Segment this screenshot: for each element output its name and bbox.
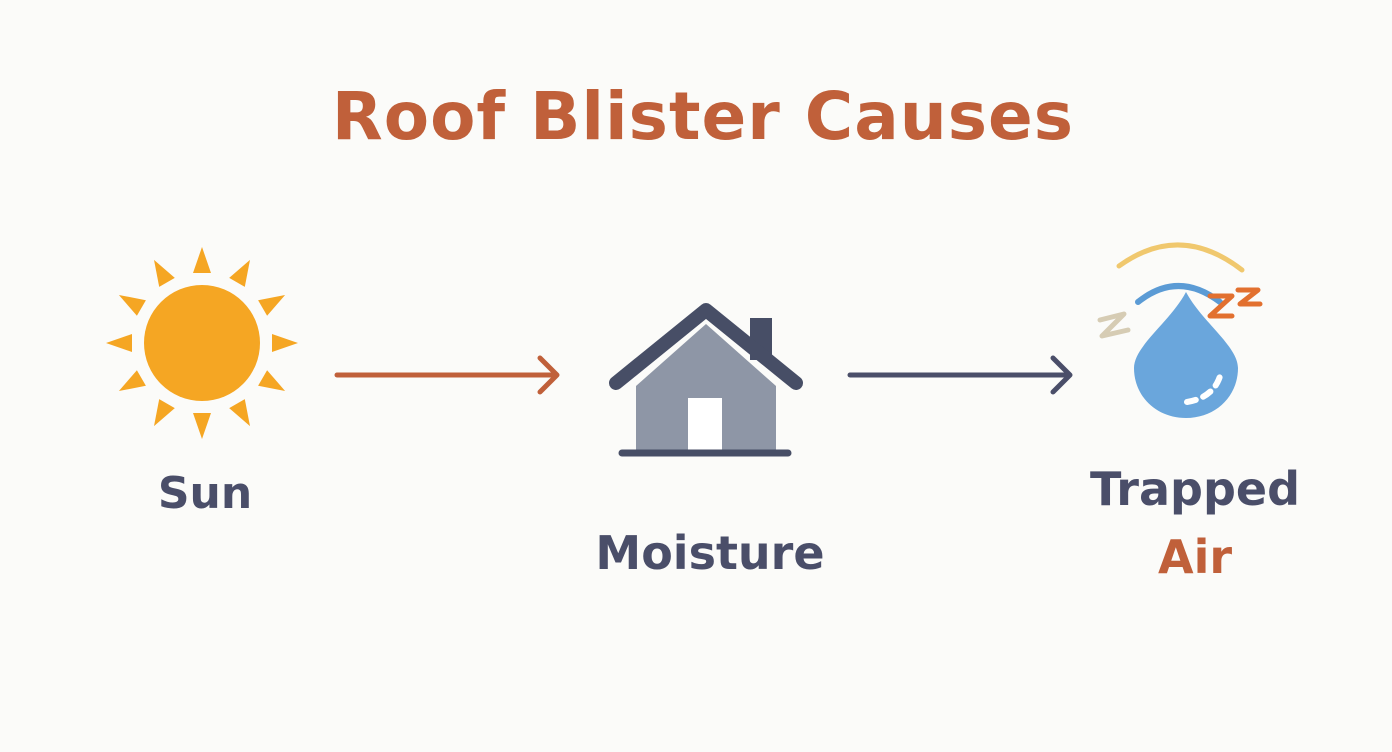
sun-ray — [272, 334, 298, 352]
node-label-trapped: Trapped — [1089, 462, 1301, 516]
sun-ray — [229, 399, 250, 427]
sun-ray — [106, 334, 132, 352]
node-label-air: Air — [1157, 530, 1233, 584]
house-body — [636, 324, 776, 450]
sun-ray — [154, 399, 175, 427]
sun-ray — [258, 295, 286, 316]
sun-ray — [118, 295, 146, 316]
water-drop-icon — [1097, 242, 1263, 418]
house-roof — [609, 303, 803, 390]
z-beige-icon — [1097, 311, 1131, 339]
sun-icon — [106, 247, 298, 439]
sun-ray — [193, 413, 211, 439]
node-label-moisture: Moisture — [595, 526, 825, 580]
arrow-sun-to-moisture — [334, 355, 560, 395]
z-orange-small-icon — [1235, 287, 1263, 307]
drop-highlight — [1184, 369, 1224, 405]
sun-ray — [118, 370, 146, 391]
wave-inner-icon — [1135, 283, 1223, 305]
drop-shape — [1134, 292, 1238, 418]
diagram-title: Roof Blister Causes — [331, 78, 1075, 155]
sun-ray — [154, 259, 175, 287]
arrow-moisture-to-trapped-air — [847, 355, 1073, 395]
sun-rays — [106, 247, 298, 439]
house-icon — [609, 303, 803, 457]
sun-ray — [258, 370, 286, 391]
sun-ray — [193, 247, 211, 273]
sun-ray — [229, 259, 250, 287]
house-door — [688, 398, 722, 450]
z-orange-icon — [1207, 293, 1235, 319]
sun-disc — [144, 285, 260, 401]
node-label-sun: Sun — [157, 468, 253, 519]
wave-outer-icon — [1116, 242, 1245, 273]
